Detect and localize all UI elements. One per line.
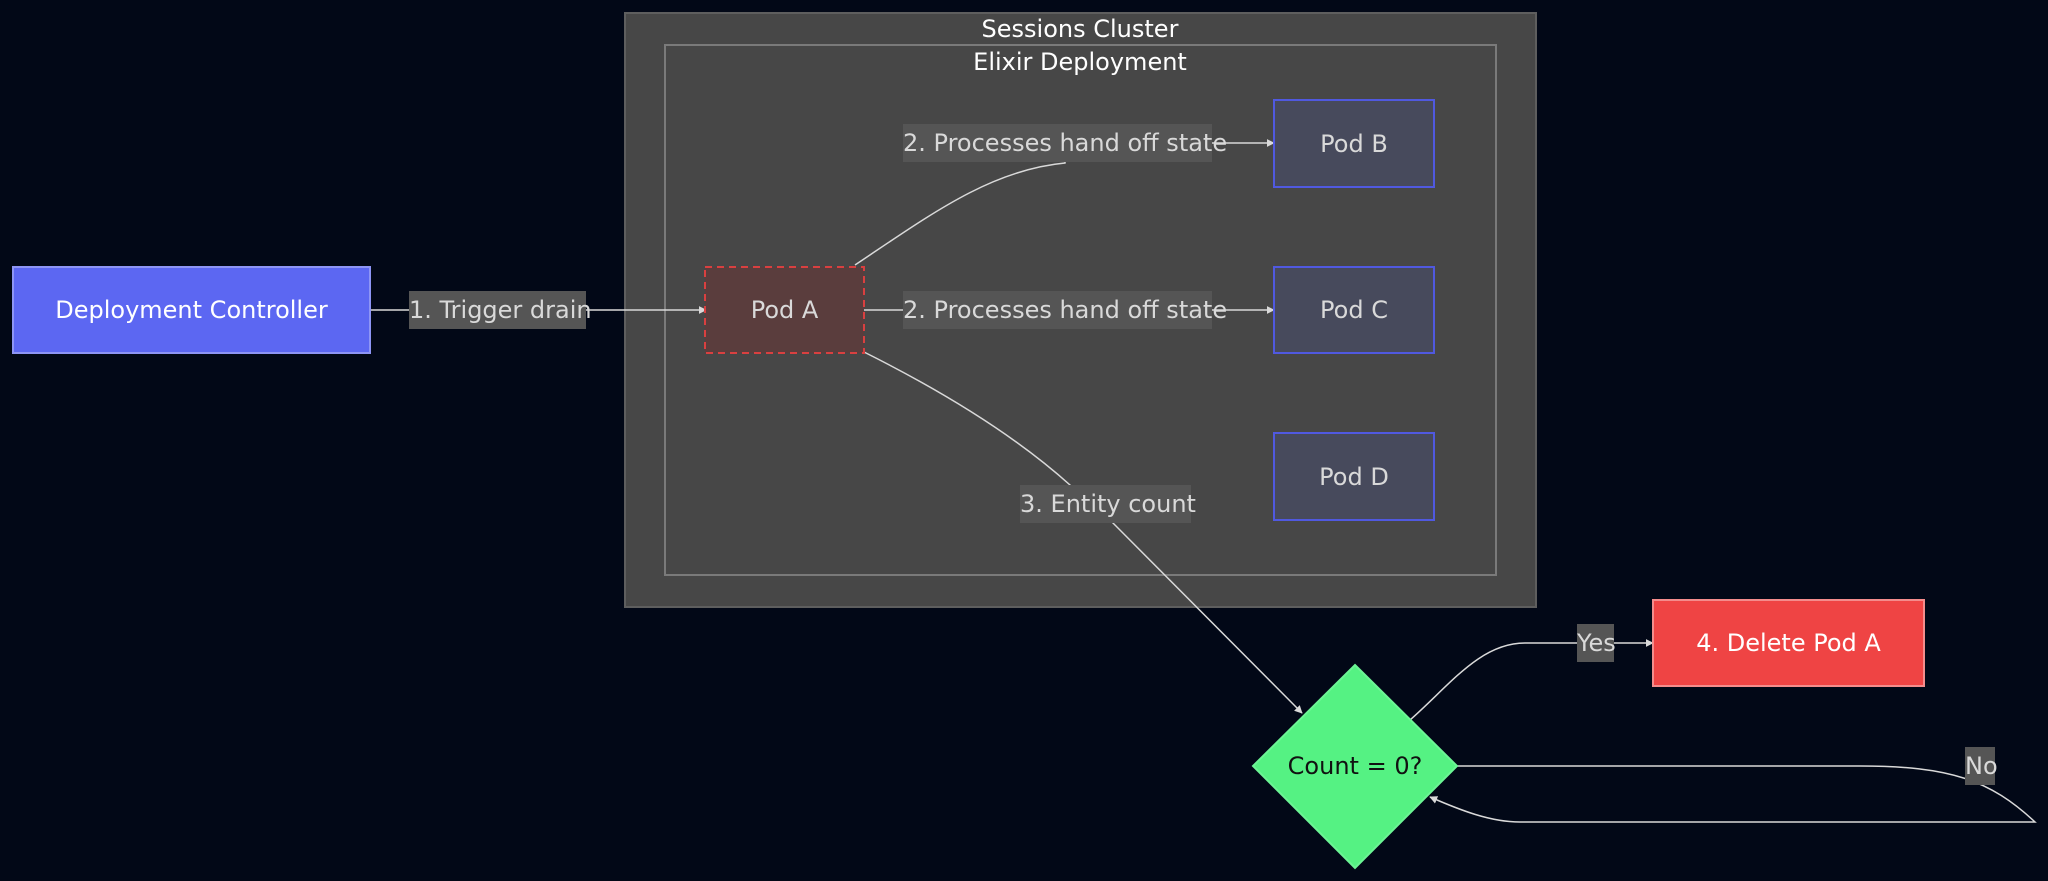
edge-label-entity-count: 3. Entity count [1020, 485, 1196, 523]
pod-a-label: Pod A [750, 296, 819, 324]
deployment-controller-node [12, 266, 371, 354]
edge-label-no: No [1965, 747, 1998, 785]
pod-b-label: Pod B [1320, 129, 1388, 158]
pod-a-node [704, 266, 865, 354]
edge-label-handoff-pod-c: 2. Processes hand off state [903, 291, 1227, 329]
count-decision-label: Count = 0? [1287, 752, 1423, 780]
edge-label-handoff-pod-b: 2. Processes hand off state [903, 124, 1227, 162]
pod-c-node [1273, 266, 1435, 354]
edge-label-yes: Yes [1577, 624, 1616, 662]
edge-no [1429, 765, 2037, 823]
pod-d-label: Pod D [1319, 462, 1389, 491]
edge-label-trigger-drain: 1. Trigger drain [409, 291, 592, 329]
pod-c-label: Pod C [1320, 296, 1388, 324]
edge-yes [1409, 639, 1654, 721]
delete-pod-a-label: 4. Delete Pod A [1696, 629, 1881, 657]
count-decision-node [1251, 663, 1459, 870]
edge-handoff-pod-b [854, 139, 1275, 266]
deployment-controller-label: Deployment Controller [55, 296, 328, 324]
delete-pod-a-node [1652, 599, 1925, 687]
pod-d-node [1273, 432, 1435, 521]
sessions-cluster-label: Sessions Cluster [981, 15, 1179, 43]
elixir-deployment-label: Elixir Deployment [973, 48, 1187, 76]
edge-entity-count [863, 351, 1303, 714]
pod-b-node [1273, 99, 1435, 188]
